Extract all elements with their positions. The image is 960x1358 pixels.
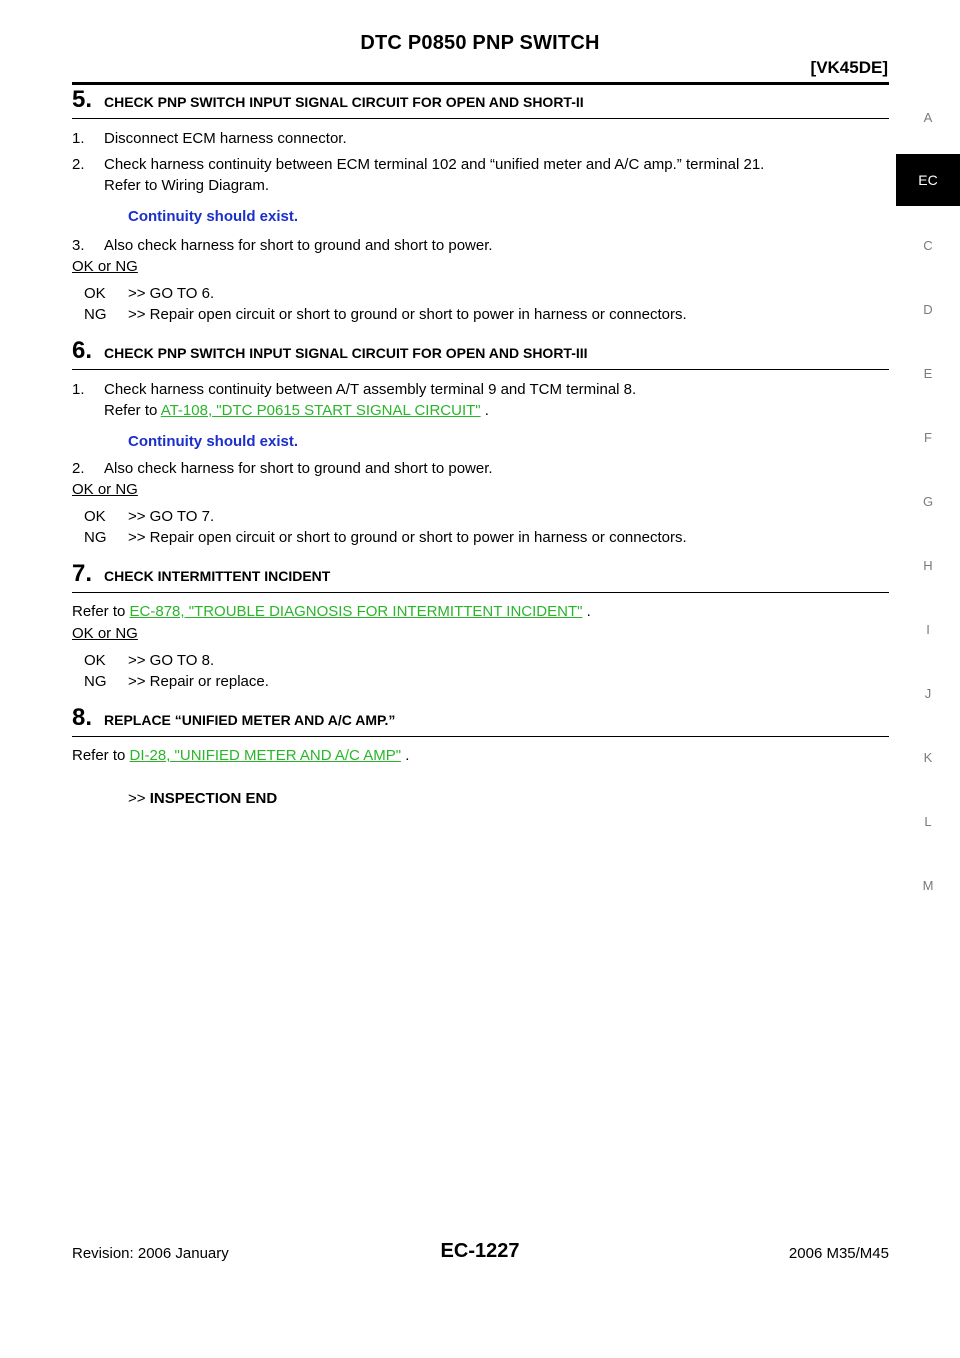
vehicle-model: 2006 M35/M45 bbox=[788, 1245, 889, 1262]
side-tab-i[interactable]: I bbox=[926, 622, 930, 637]
step-number: 6. bbox=[72, 337, 93, 364]
inspection-end: >> INSPECTION END bbox=[128, 790, 278, 807]
side-tab-d[interactable]: D bbox=[923, 302, 933, 317]
result-ok: OK >> GO TO 6. bbox=[84, 285, 215, 302]
step-number: 7. bbox=[72, 560, 93, 587]
step-number: 8. bbox=[72, 704, 93, 731]
step-5-heading: 5. CHECK PNP SWITCH INPUT SIGNAL CIRCUIT… bbox=[72, 86, 889, 119]
list-item: 1. Check harness continuity between A/T … bbox=[72, 381, 637, 419]
result-ng: NG >> Repair open circuit or short to gr… bbox=[84, 529, 687, 546]
side-tab-h[interactable]: H bbox=[923, 558, 933, 573]
list-item: 2. Also check harness for short to groun… bbox=[72, 460, 493, 477]
side-tab-ec[interactable]: EC bbox=[896, 154, 960, 206]
revision-date: Revision: 2006 January bbox=[72, 1245, 229, 1262]
engine-code: [VK45DE] bbox=[810, 58, 888, 77]
result-ng: NG >> Repair or replace. bbox=[84, 673, 269, 690]
step-7-heading: 7. CHECK INTERMITTENT INCIDENT bbox=[72, 560, 889, 593]
list-item: 2. Check harness continuity between ECM … bbox=[72, 156, 765, 194]
list-item: 3. Also check harness for short to groun… bbox=[72, 237, 493, 254]
spec-note: Continuity should exist. bbox=[128, 433, 299, 450]
side-tab-e[interactable]: E bbox=[923, 366, 933, 381]
result-ok: OK >> GO TO 8. bbox=[84, 652, 215, 669]
step-title: CHECK INTERMITTENT INCIDENT bbox=[104, 568, 331, 584]
reference-paragraph: Refer to DI-28, "UNIFIED METER AND A/C A… bbox=[72, 747, 410, 764]
ok-or-ng-label: OK or NG bbox=[72, 258, 138, 275]
page-title: DTC P0850 PNP SWITCH bbox=[360, 32, 600, 54]
list-item: 1. Disconnect ECM harness connector. bbox=[72, 130, 347, 147]
step-number: 5. bbox=[72, 86, 93, 113]
ok-or-ng-label: OK or NG bbox=[72, 625, 138, 642]
side-tab-l[interactable]: L bbox=[924, 814, 932, 829]
reference-link-ec-878[interactable]: EC-878, "TROUBLE DIAGNOSIS FOR INTERMITT… bbox=[129, 603, 583, 620]
step-title: CHECK PNP SWITCH INPUT SIGNAL CIRCUIT FO… bbox=[104, 94, 584, 110]
side-tab-c[interactable]: C bbox=[923, 238, 933, 253]
page-number: EC-1227 bbox=[440, 1240, 520, 1262]
step-title: REPLACE “UNIFIED METER AND A/C AMP.” bbox=[104, 712, 396, 728]
side-tab-m[interactable]: M bbox=[922, 878, 934, 893]
side-tab-j[interactable]: J bbox=[924, 686, 932, 701]
reference-link-at-108[interactable]: AT-108, "DTC P0615 START SIGNAL CIRCUIT" bbox=[160, 402, 481, 419]
header-divider bbox=[72, 82, 889, 85]
ok-or-ng-label: OK or NG bbox=[72, 481, 138, 498]
side-tab-g[interactable]: G bbox=[922, 494, 934, 509]
reference-link-di-28[interactable]: DI-28, "UNIFIED METER AND A/C AMP" bbox=[129, 747, 402, 764]
main-content: 5. CHECK PNP SWITCH INPUT SIGNAL CIRCUIT… bbox=[72, 86, 889, 807]
spec-note: Continuity should exist. bbox=[128, 208, 299, 225]
side-tab-f[interactable]: F bbox=[924, 430, 932, 445]
side-tab-a[interactable]: A bbox=[923, 110, 933, 125]
step-title: CHECK PNP SWITCH INPUT SIGNAL CIRCUIT FO… bbox=[104, 345, 588, 361]
step-8-heading: 8. REPLACE “UNIFIED METER AND A/C AMP.” bbox=[72, 704, 889, 737]
side-tab-k[interactable]: K bbox=[923, 750, 933, 765]
reference-paragraph: Refer to EC-878, "TROUBLE DIAGNOSIS FOR … bbox=[72, 603, 591, 620]
result-ng: NG >> Repair open circuit or short to gr… bbox=[84, 306, 687, 323]
result-ok: OK >> GO TO 7. bbox=[84, 508, 215, 525]
step-6-heading: 6. CHECK PNP SWITCH INPUT SIGNAL CIRCUIT… bbox=[72, 337, 889, 370]
